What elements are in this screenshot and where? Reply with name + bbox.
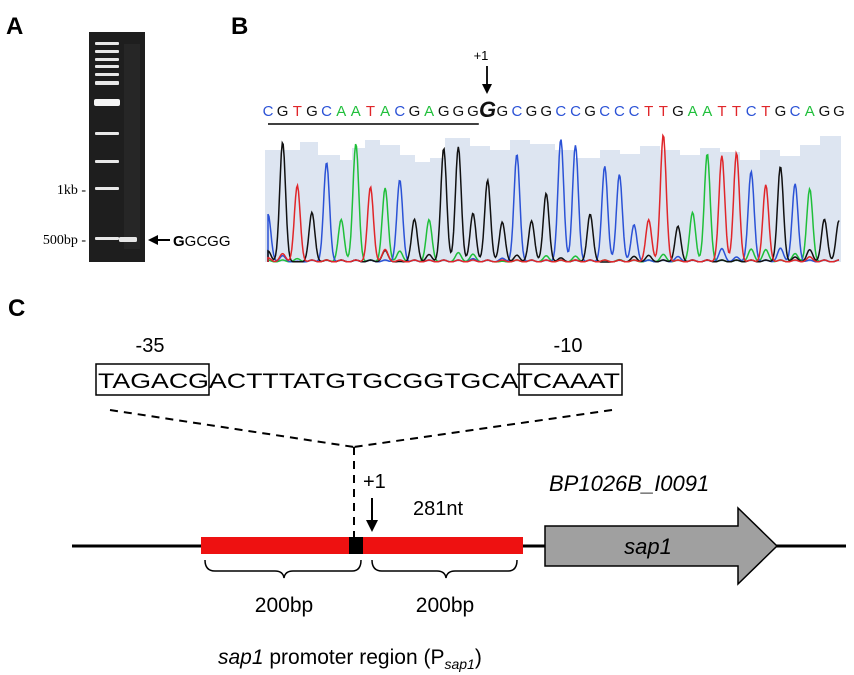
gel-sample-band [119, 237, 137, 242]
sequence-base: G [833, 103, 845, 120]
sequence-base: C [511, 103, 522, 120]
sequence-base: G [672, 103, 684, 120]
promoter-minus35-box-text: TAGACG [98, 370, 209, 393]
sequence-base: C [599, 103, 610, 120]
band-label-rest: GCGG [185, 233, 231, 250]
sequence-base: G [452, 103, 464, 120]
chromatogram-traces [267, 133, 840, 263]
gel-ladder [94, 42, 120, 240]
sequence-base: G [438, 103, 450, 120]
chromatogram-trace [267, 140, 840, 263]
sequence-base: C [263, 103, 274, 120]
gel-image [89, 32, 145, 262]
tss-label-b: +1 [474, 48, 489, 63]
tss-label-c: +1 [363, 471, 386, 493]
panel-c-letter: C [8, 295, 25, 322]
chromatogram-quality-bars [265, 136, 841, 262]
sequence-base: A [805, 103, 815, 120]
ladder-label-1kb: 1kb - [57, 183, 87, 198]
transcript-length-label: 281nt [413, 498, 463, 520]
sequence-base: A [336, 103, 346, 120]
sequence-base: C [555, 103, 566, 120]
panel-a-letter: A [6, 13, 23, 40]
sequence-base: T [659, 103, 668, 120]
sequence-base: G [496, 103, 508, 120]
label-minus35: -35 [136, 335, 165, 357]
brace-right-label: 200bp [416, 594, 474, 617]
sequence-base: C [321, 103, 332, 120]
tss-block [349, 537, 363, 554]
sequence-base: G [526, 103, 538, 120]
caption-end: ) [475, 646, 482, 669]
caption-subscript: sap1 [444, 656, 474, 672]
sequence-base: G [277, 103, 289, 120]
caption-middle: promoter region (P [264, 646, 445, 669]
sequence-base: G [409, 103, 421, 120]
zoom-dashed-lines [109, 409, 613, 538]
sequence-base: G [584, 103, 596, 120]
brace-left [204, 559, 362, 579]
gene-locus-label: BP1026B_I0091 [549, 471, 709, 496]
chromatogram [265, 128, 841, 263]
box-minus10 [518, 363, 623, 396]
sequence-base: A [380, 103, 390, 120]
brace-right [371, 559, 518, 579]
band-arrow-icon [148, 235, 170, 245]
chromatogram-trace [267, 133, 840, 263]
label-minus10: -10 [554, 335, 583, 357]
sequence-base: G [819, 103, 831, 120]
band-label: GGCGG [173, 233, 231, 250]
sequence-base: A [351, 103, 361, 120]
promoter-spacer-text: ACTTTATGTGCGGTGCA [209, 370, 518, 393]
sequence-base: A [702, 103, 712, 120]
promoter-region-upstream [201, 537, 350, 554]
sequence-base: C [629, 103, 640, 120]
sequence-base: G [775, 103, 787, 120]
sequence-base: C [614, 103, 625, 120]
sequence-base: T [732, 103, 741, 120]
gene-name-label: sap1 [624, 534, 672, 559]
caption-gene: sap1 [218, 646, 264, 669]
sequence-base: T [761, 103, 770, 120]
ladder-label-500bp: 500bp - [43, 233, 87, 248]
promoter-minus10-box-text: TCAAAT [516, 370, 620, 393]
sequence-base: T [366, 103, 375, 120]
promoter-region-downstream [363, 537, 523, 554]
tss-arrow-b-icon [482, 66, 492, 94]
sequence-base: G [479, 97, 496, 122]
sequence-base: T [644, 103, 653, 120]
sequence-base: A [688, 103, 698, 120]
sequence-base: C [570, 103, 581, 120]
brace-left-label: 200bp [255, 594, 313, 617]
gene-arrow-sap1 [544, 506, 779, 586]
sequence-base: A [424, 103, 434, 120]
sequence-base: T [717, 103, 726, 120]
sequence-base: G [306, 103, 318, 120]
sequence-base: C [394, 103, 405, 120]
panel-b-letter: B [231, 13, 248, 40]
sequence-base: G [467, 103, 479, 120]
tss-arrow-c-icon [366, 498, 378, 532]
sequence-base: C [746, 103, 757, 120]
box-minus35 [95, 363, 210, 396]
sequence-base: C [790, 103, 801, 120]
sequence-base: T [293, 103, 302, 120]
promoter-caption: sap1 promoter region (Psap1) [218, 646, 482, 672]
band-label-bold: G [173, 233, 185, 250]
sequence-base: G [540, 103, 552, 120]
